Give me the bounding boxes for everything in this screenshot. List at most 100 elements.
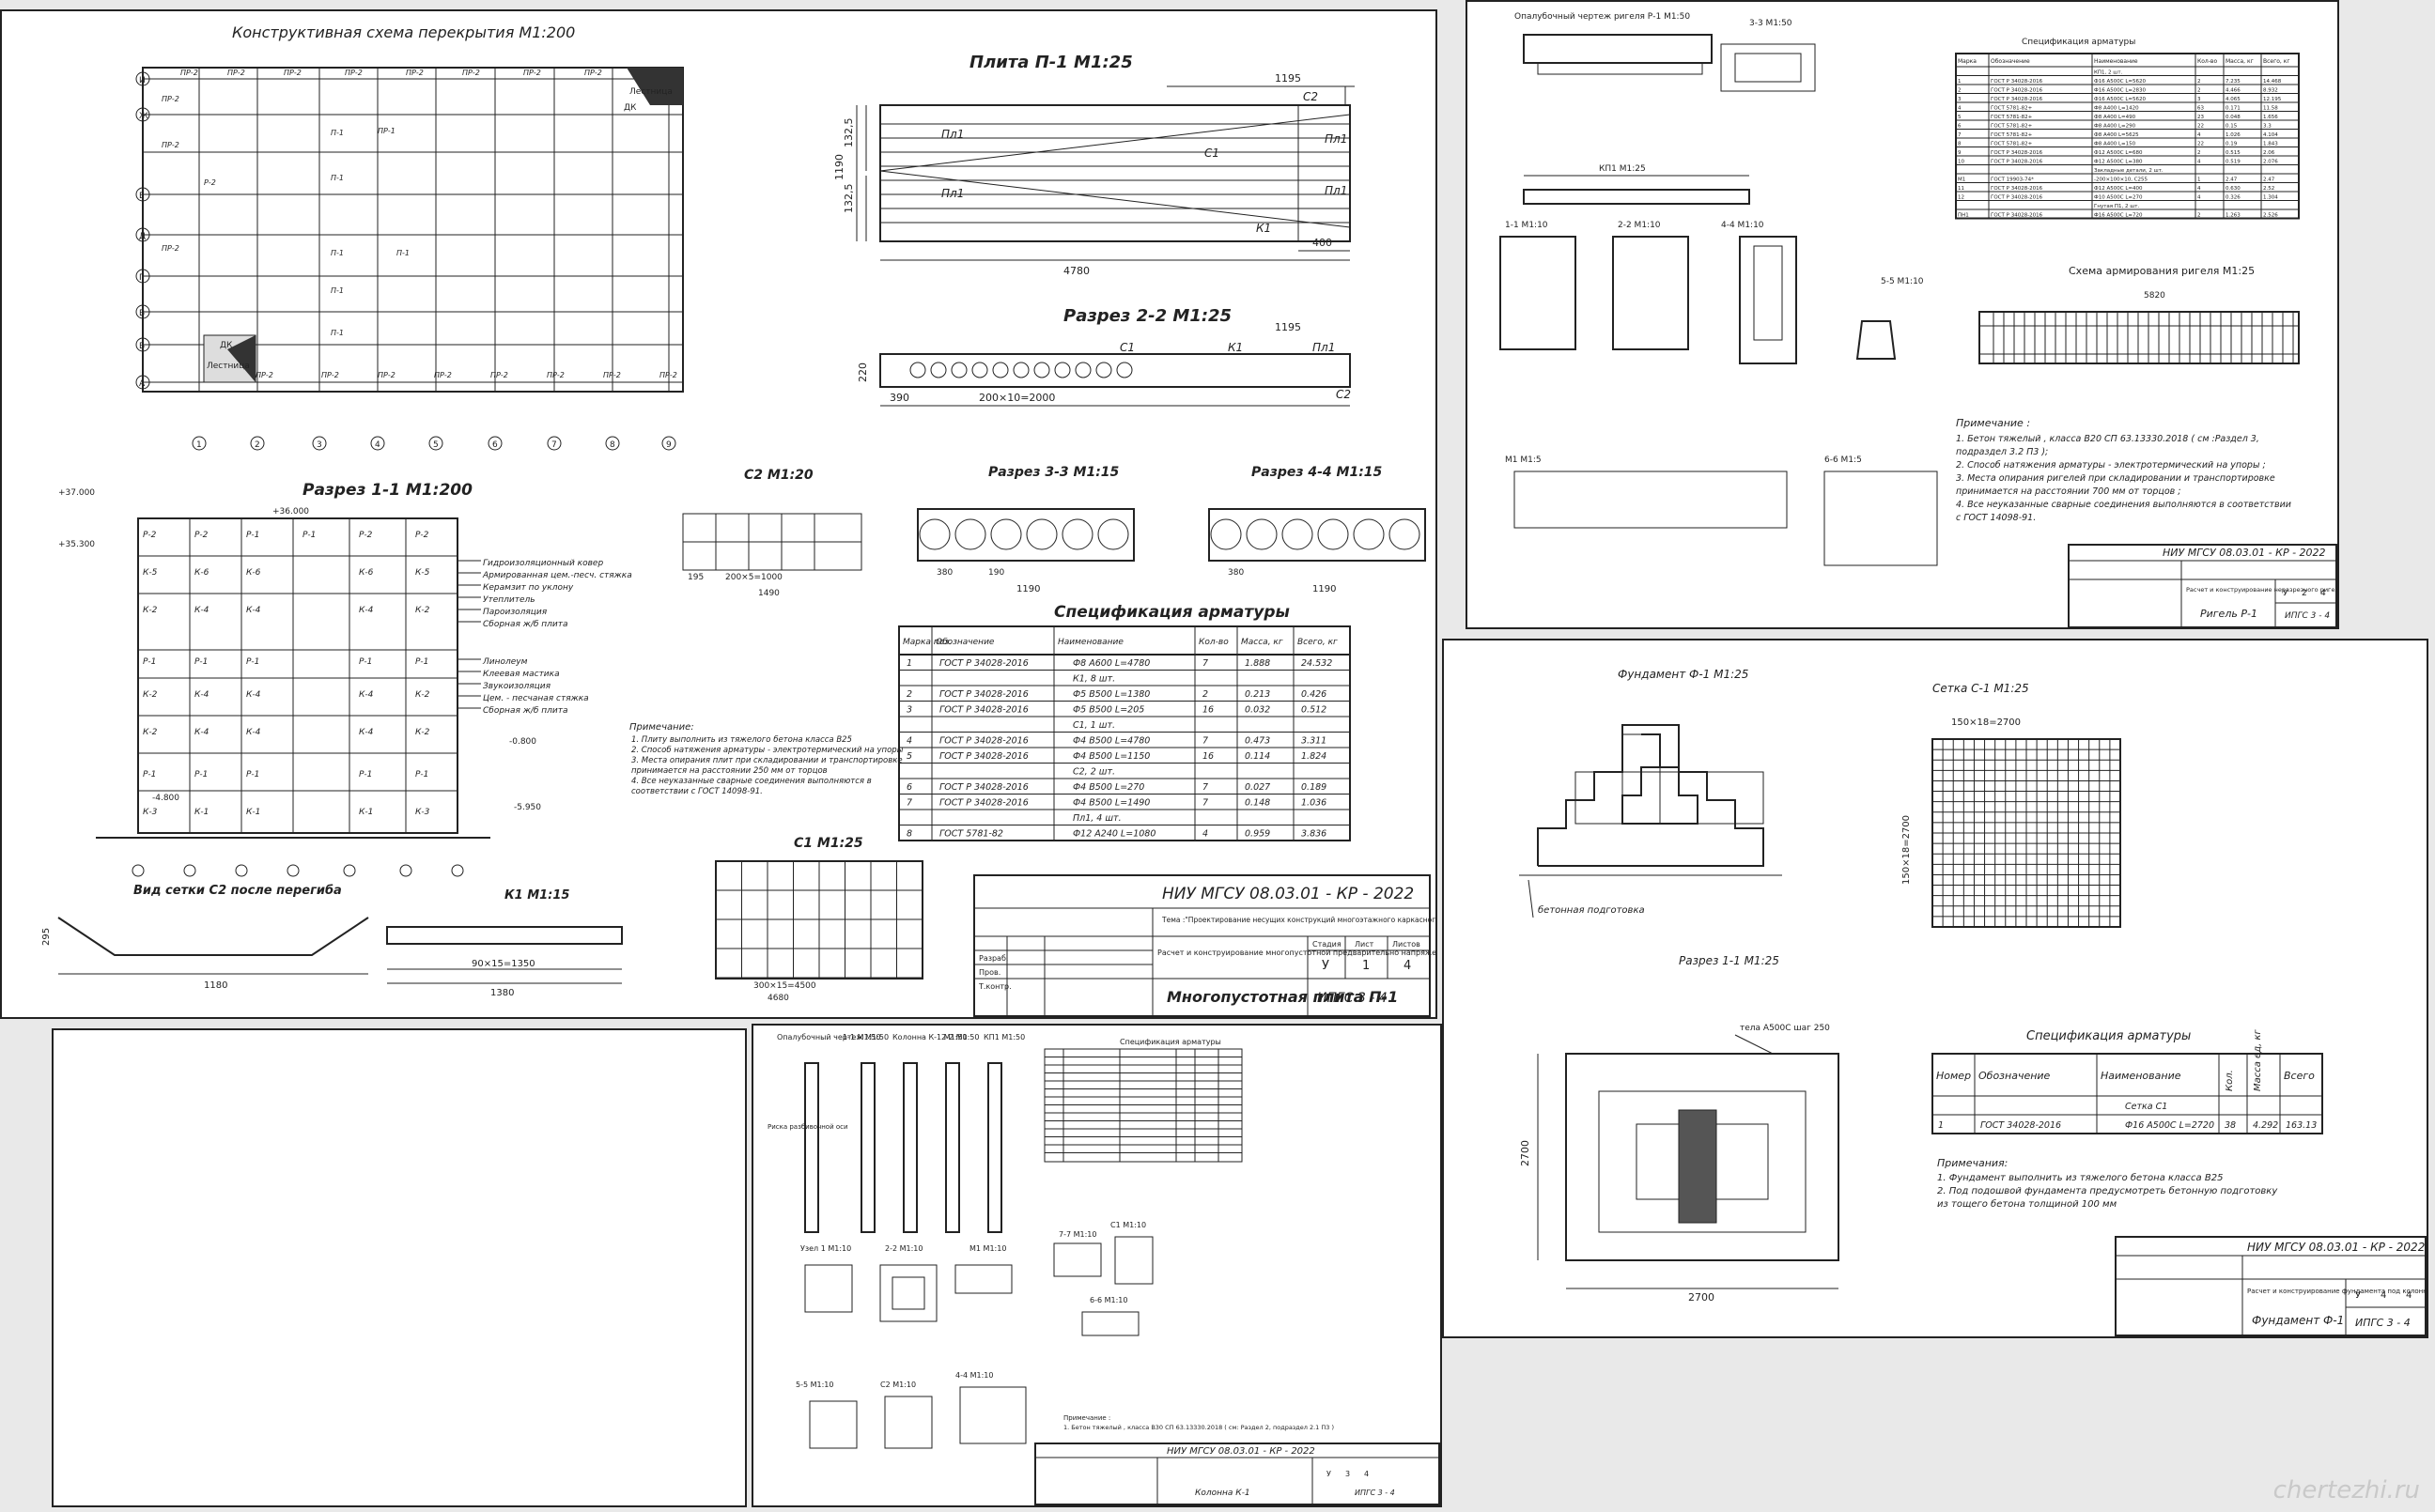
plan-slab-label: ПР-2: [523, 69, 541, 77]
frame-element-label: Р-1: [302, 531, 316, 540]
plan-title: Конструктивная схема перекрытия М1:200: [232, 23, 575, 41]
s2-spec-cell: Ф12 А500С L=380: [2094, 160, 2143, 165]
plan-slab-label: П-1: [331, 286, 344, 295]
slab-c1-label: С1: [1204, 147, 1219, 160]
axis-number: 9: [666, 440, 672, 450]
axis-number: 8: [610, 440, 615, 450]
s4-note-0: 1. Бетон тяжелый , класса В30 СП 63.1333…: [1063, 1424, 1334, 1431]
slab-k1-label: К1: [1256, 222, 1271, 235]
s2-spec-cell: ГОСТ Р 34028-2016: [1991, 195, 2043, 201]
sheet1-drawing: Конструктивная схема перекрытия М1:200 П…: [41, 23, 1435, 1017]
s2-stamp-desc: Расчет и конструирование неразрезного ри…: [2186, 586, 2339, 594]
s3-spec-cell: 38: [2225, 1120, 2236, 1131]
spec-cell: Ф4 В500 L=4780: [1073, 736, 1150, 747]
frame-element-label: Р-1: [359, 770, 372, 779]
s2-spec-cell: Ф10 А500С L=270: [2094, 195, 2143, 201]
s3-spec-header: Номер: [1936, 1070, 1971, 1082]
spec-cell: ГОСТ Р 34028-2016: [939, 782, 1029, 793]
s2-spec-cell: 1: [1958, 79, 1962, 85]
s2-spec-cell: 2.526: [2263, 213, 2278, 219]
s2-spec-cell: 0.19: [2226, 142, 2238, 147]
s3-c1-dim-a: 150×18=2700: [1951, 717, 2021, 728]
s4-stamp-sheets: 4: [1364, 1470, 1369, 1478]
layer-label: Линолеум: [482, 657, 528, 667]
s2-spec-cell: Ф16 А500С L=2830: [2094, 88, 2147, 94]
frame-element-label: К-6: [246, 568, 261, 578]
plan-slab-label: ПР-2: [345, 69, 363, 77]
s3-stamp-desc: Расчет и конструирование фундамента под …: [2247, 1288, 2428, 1295]
plan-slab-label: ПР-2: [227, 69, 245, 77]
frame-element-label: Р-2: [415, 531, 429, 540]
s2-spec-cell: 1.263: [2226, 213, 2241, 219]
s2-spec-cell: 4.065: [2226, 97, 2241, 102]
frame-element-label: К-2: [415, 690, 430, 700]
s4-s77: 7-7 М1:10: [1059, 1230, 1096, 1239]
s2-spec-cell: М1: [1958, 177, 1965, 183]
s2-spec-cell: 23: [2197, 115, 2204, 120]
s2-spec-cell: 4: [2197, 195, 2201, 201]
axis-letter: Г: [139, 273, 145, 283]
note-line: 1. Плиту выполнить из тяжелого бетона кл…: [631, 735, 852, 745]
s33-width: 1190: [1016, 584, 1040, 594]
frame-axis: [96, 837, 490, 877]
layer-label: Сборная ж/б плита: [483, 620, 568, 629]
s2-spec-cell: 0.326: [2226, 195, 2241, 201]
s2-spec-title: Спецификация арматуры: [2022, 38, 2135, 47]
layer-label: Цем. - песчаная стяжка: [483, 694, 589, 703]
spec-cell: ГОСТ 5781-82: [939, 829, 1003, 840]
s2-spec-cell: ГОСТ Р 34028-2016: [1991, 213, 2043, 219]
spec-cell: 3.836: [1301, 829, 1326, 840]
s3-stamp-name: Фундамент Ф-1: [2252, 1314, 2344, 1327]
s2-spec-header: Кол-во: [2197, 58, 2217, 65]
stamp-sheet: 1: [1362, 959, 1370, 973]
slab-length-dim: 4780: [1063, 265, 1090, 277]
axis-bubble: [192, 436, 207, 451]
s2-spec-cell: 0.515: [2226, 150, 2241, 156]
plan-slab-label: ПР-2: [180, 69, 198, 77]
elev-l1: +35.300: [58, 540, 95, 549]
s2-stamp-code: НИУ МГСУ 08.03.01 - КР - 2022: [2163, 547, 2326, 559]
spec-title: Спецификация арматуры: [1054, 603, 1290, 622]
mesh-title: Вид сетки С2 после перегиба: [133, 884, 342, 898]
axis-bubble: [135, 227, 150, 242]
layer-label: Керамзит по уклону: [483, 583, 574, 593]
s2-spec-cell: ГОСТ 5781-82+: [1991, 124, 2033, 130]
s2-spec-header: Обозначение: [1991, 58, 2030, 65]
s33-b: 190: [988, 568, 1004, 578]
spec-cell: 0.213: [1245, 689, 1270, 700]
s2-spec-cell: 2: [2197, 79, 2201, 85]
s2-spec-cell: 4: [2197, 160, 2201, 165]
s22-dim-a: 390: [890, 392, 909, 404]
plan-stair-label: Лестница: [629, 87, 673, 97]
s3-s11-dim-a: 2700: [1688, 1291, 1714, 1304]
s2-spec-cell: 12: [1958, 195, 1964, 201]
axis-number: 7: [551, 440, 557, 450]
axis-number: 1: [196, 440, 202, 450]
s2-spec-cell: 2.52: [2263, 186, 2274, 192]
s2-spec-cell: ГОСТ Р 34028-2016: [1991, 79, 2043, 85]
spec-cell: 3.311: [1301, 736, 1326, 747]
frame-element-label: К-6: [359, 568, 374, 578]
s4-spec-table: [1044, 1048, 1243, 1163]
spec-cell: ГОСТ Р 34028-2016: [939, 751, 1029, 762]
c2-dim-b: 1490: [758, 589, 780, 598]
plan-slab-label: ПР-2: [378, 371, 395, 379]
s2-spec-cell: ГОСТ 5781-82+: [1991, 106, 2033, 112]
note-line: принимается на расстоянии 250 мм от торц…: [631, 766, 828, 776]
s2-spec-cell: 14.468: [2263, 79, 2282, 85]
elev-m1: -0.800: [509, 737, 536, 747]
s22-k1: К1: [1228, 341, 1243, 354]
s2-spec-cell: 8: [1958, 142, 1962, 147]
s33-a: 380: [937, 568, 953, 578]
plan-slab-label: ПР-2: [462, 69, 480, 77]
notes-list: 1. Плиту выполнить из тяжелого бетона кл…: [631, 735, 904, 796]
c1-dim-b: 4680: [768, 994, 789, 1003]
s2-spec-cell: 4: [1958, 106, 1962, 112]
s4-s44: 4-4 М1:10: [955, 1371, 993, 1380]
s3-c1-title: Сетка С-1 М1:25: [1932, 682, 2029, 695]
frame-element-label: К-2: [415, 728, 430, 737]
plan-slab-label: ПР-2: [659, 371, 677, 379]
spec-cell: 16: [1202, 751, 1214, 762]
plan-slab-label: П-1: [331, 329, 344, 337]
